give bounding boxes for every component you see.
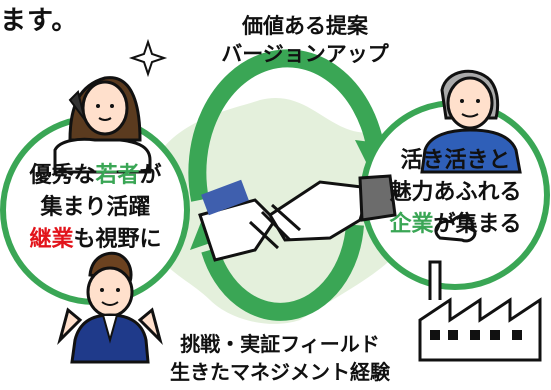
left-circle-text: 優秀な若者が 集まり活躍 継業も視野に bbox=[8, 160, 183, 256]
right-circle-line2: 魅力あふれる bbox=[389, 180, 522, 205]
left-circle-line1: 優秀な若者が bbox=[8, 160, 183, 192]
young-man-icon bbox=[57, 251, 163, 364]
sparkle-icon bbox=[128, 38, 168, 78]
keyword-young-people: 若者 bbox=[95, 163, 140, 188]
right-circle-line1: 活き活きと bbox=[400, 148, 511, 173]
right-circle-line3: 企業が集まる bbox=[368, 209, 543, 241]
left-line1-a: 優秀な bbox=[29, 163, 96, 188]
left-circle-line2: 集まり活躍 bbox=[40, 195, 151, 220]
senior-man-icon bbox=[420, 69, 522, 174]
keyword-companies: 企業 bbox=[389, 212, 434, 237]
left-circle-line3: 継業も視野に bbox=[8, 224, 183, 256]
cycle-arrow-bottom bbox=[201, 224, 364, 321]
header-partial-text: ます。 bbox=[0, 6, 79, 36]
top-caption-line1: 価値ある提案 bbox=[242, 14, 368, 38]
cycle-arrows bbox=[188, 49, 384, 321]
factory-icon bbox=[418, 214, 542, 362]
left-line3-b: も視野に bbox=[73, 227, 162, 252]
right-circle-text: 活き活きと 魅力あふれる 企業が集まる bbox=[368, 145, 543, 241]
bottom-caption-line2: 生きたマネジメント経験 bbox=[170, 360, 390, 384]
top-caption-line2: バージョンアップ bbox=[221, 42, 389, 66]
left-line1-c: が bbox=[139, 163, 162, 188]
handshake-icon bbox=[198, 174, 397, 262]
right-line3-b: が集まる bbox=[433, 212, 522, 237]
keyword-business-succession: 継業 bbox=[29, 227, 74, 252]
cycle-arrow-top bbox=[188, 49, 384, 202]
young-woman-icon bbox=[53, 76, 152, 174]
bottom-caption-line1: 挑戦・実証フィールド bbox=[180, 332, 380, 356]
